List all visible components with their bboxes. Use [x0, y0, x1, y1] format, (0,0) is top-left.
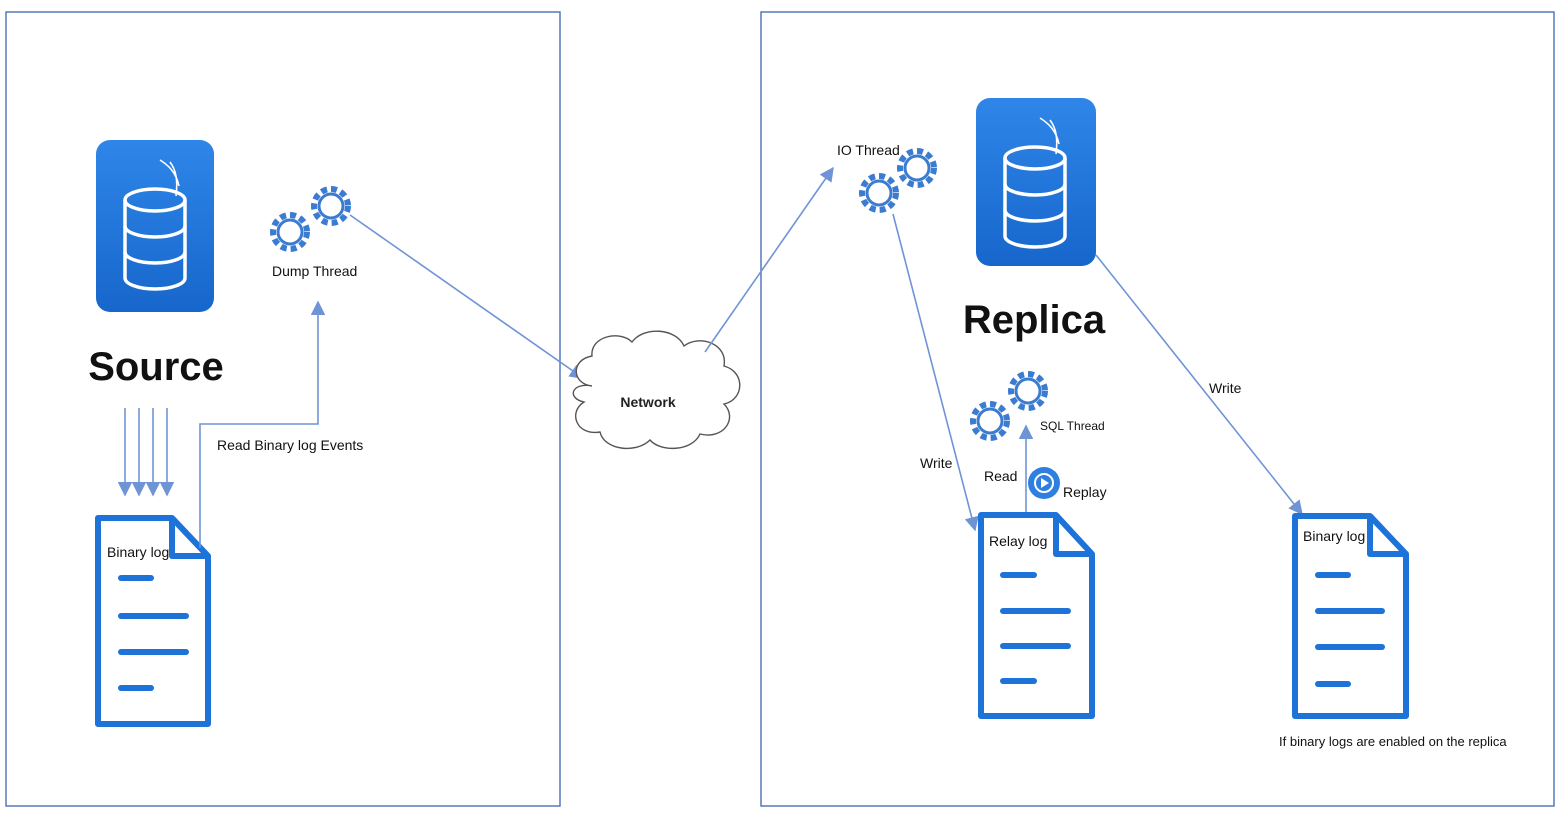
replica-binary-log-label: Binary log [1303, 528, 1365, 544]
read-events-arrow [199, 300, 326, 548]
write-binlog-label: Write [1209, 380, 1242, 396]
dump-thread-gear-icon [270, 186, 351, 252]
network-label: Network [620, 394, 675, 410]
network-cloud-icon [572, 330, 741, 450]
replica-to-binlog-arrow [1095, 254, 1303, 516]
source-write-arrows [117, 408, 175, 497]
dump-thread-label: Dump Thread [272, 263, 357, 279]
replica-binary-log-document-icon [1292, 513, 1409, 719]
io-thread-gear-icon [859, 148, 937, 213]
source-panel [5, 11, 561, 807]
source-binary-log-document-icon [95, 515, 211, 727]
sql-thread-gear-icon [970, 371, 1048, 441]
source-title: Source [88, 345, 224, 389]
read-events-label: Read Binary log Events [217, 437, 363, 453]
replica-title: Replica [963, 298, 1106, 342]
read-label: Read [984, 468, 1017, 484]
source-binary-log-label: Binary log [107, 544, 169, 560]
io-thread-label: IO Thread [837, 142, 900, 158]
relay-log-document-icon [978, 512, 1095, 719]
relay-log-label: Relay log [989, 533, 1047, 549]
replica-database-icon [976, 98, 1096, 266]
dump-to-network-arrow [349, 214, 585, 379]
replay-label: Replay [1063, 484, 1107, 500]
io-to-relay-arrow [892, 213, 979, 532]
sql-thread-label: SQL Thread [1040, 419, 1105, 433]
binlog-note: If binary logs are enabled on the replic… [1279, 734, 1507, 749]
replica-panel [760, 11, 1555, 807]
write-relay-label: Write [920, 455, 953, 471]
replay-icon [1028, 467, 1060, 499]
network-to-io-arrow [704, 166, 834, 353]
source-database-icon [96, 140, 214, 312]
